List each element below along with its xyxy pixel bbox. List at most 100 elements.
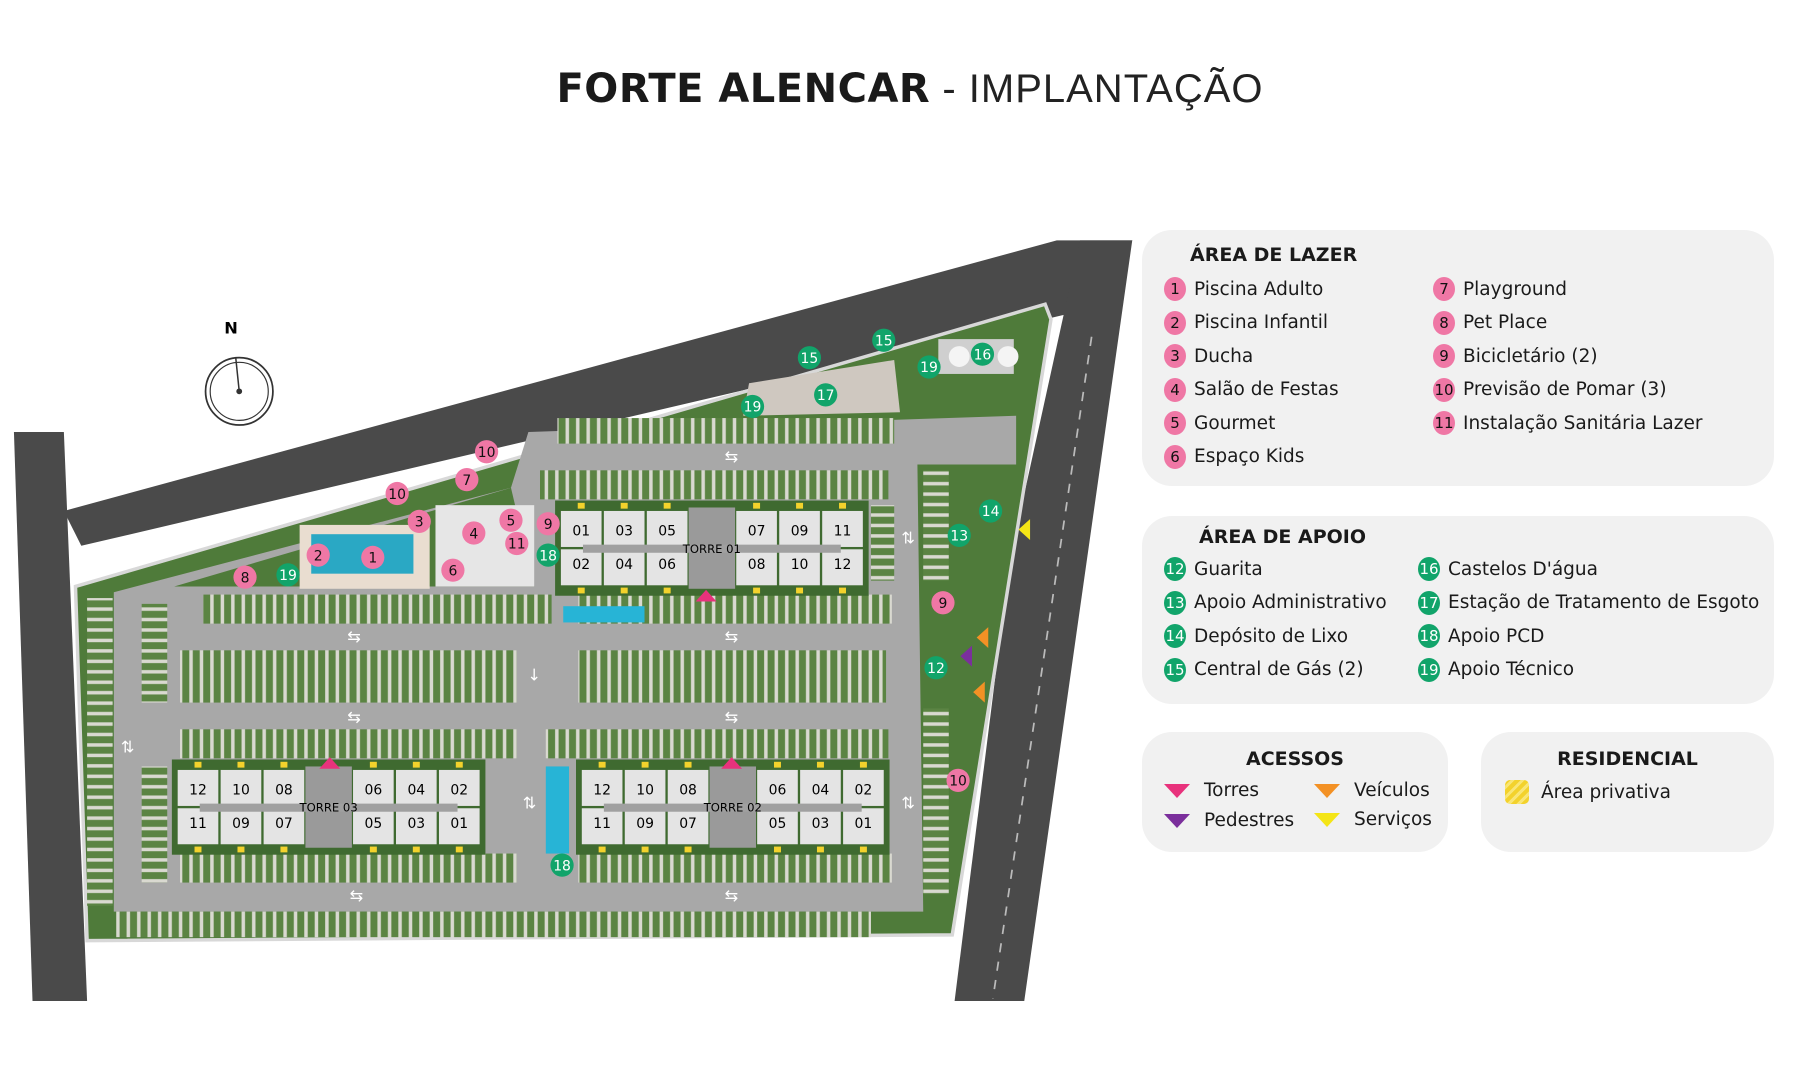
access-torres-icon [721, 757, 743, 769]
access-pedestres-icon [960, 645, 972, 667]
legend-item-label: Playground [1463, 278, 1568, 300]
unit-number: 07 [679, 816, 697, 832]
map-marker-19[interactable]: 19 [740, 394, 765, 419]
map-marker-15[interactable]: 15 [797, 346, 822, 370]
marker-number-icon: 3 [1164, 344, 1186, 368]
traffic-arrows: ⇆⇆⇆ ⇆⇆⇆⇆ ⇅⇅⇅↓⇅ [121, 447, 915, 905]
pcd-parking [545, 606, 645, 854]
map-marker-13[interactable]: 13 [947, 523, 971, 547]
marker-number: 10 [949, 774, 967, 790]
legend-item-label: Veículos [1354, 780, 1430, 801]
map-marker-17[interactable]: 17 [814, 383, 838, 407]
marker-number-icon: 16 [1418, 557, 1440, 581]
unit-number: 11 [189, 816, 207, 832]
map-marker-10[interactable]: 10 [474, 440, 499, 464]
map-marker-7[interactable]: 7 [455, 468, 479, 492]
map-marker-14[interactable]: 14 [978, 499, 1003, 523]
map-marker-2[interactable]: 2 [306, 543, 330, 567]
marker-number: 18 [553, 858, 571, 874]
marker-number-icon: 9 [1433, 344, 1455, 368]
svg-text:⇆: ⇆ [725, 707, 739, 726]
svg-text:↓: ↓ [527, 666, 541, 685]
marker-number-icon: 2 [1164, 310, 1186, 335]
map-marker-10[interactable]: 10 [946, 768, 970, 792]
svg-text:⇅: ⇅ [121, 738, 135, 757]
map-marker-4[interactable]: 4 [462, 521, 486, 545]
tower-label: TORRE 01 [682, 542, 741, 556]
map-marker-19[interactable]: 19 [276, 563, 300, 587]
map-marker-15[interactable]: 15 [872, 328, 896, 352]
map-marker-12[interactable]: 12 [924, 656, 948, 680]
map-marker-18[interactable]: 18 [550, 853, 574, 877]
map-marker-5[interactable]: 5 [499, 508, 523, 532]
legend-heading: ÁREA DE APOIO [1199, 526, 1367, 548]
title-project-name: FORTE ALENCAR [556, 66, 931, 112]
marker-number: 9 [939, 596, 948, 612]
marker-number: 8 [241, 570, 250, 586]
legend-item-label: Apoio Técnico [1448, 659, 1575, 680]
map-marker-18[interactable]: 18 [536, 543, 560, 567]
map-marker-16[interactable]: 16 [970, 342, 995, 366]
legend-item-area-privativa: Área privativa [1505, 780, 1671, 804]
marker-number-icon: 19 [1418, 657, 1440, 682]
map-marker-3[interactable]: 3 [407, 509, 431, 534]
unit-number: 06 [769, 782, 787, 798]
legend-item-label: Guarita [1194, 558, 1263, 580]
marker-number: 6 [448, 563, 457, 579]
map-marker-9[interactable]: 9 [931, 591, 955, 615]
legend-heading: ACESSOS [1246, 748, 1344, 770]
legend-item: 16 Castelos D'água [1418, 557, 1598, 581]
unit-number: 09 [636, 816, 654, 832]
compass-north-label: N [224, 318, 238, 337]
legend-item: 19 Apoio Técnico [1418, 657, 1575, 682]
svg-text:⇆: ⇆ [350, 886, 364, 905]
unit-number: 06 [364, 782, 382, 798]
unit-number: 02 [572, 557, 590, 573]
marker-number: 12 [927, 661, 945, 677]
unit-number: 02 [855, 782, 873, 798]
title-subtitle: - IMPLANTAÇÃO [930, 67, 1264, 111]
unit-number: 11 [834, 523, 852, 539]
legend-item-label: Apoio PCD [1448, 625, 1545, 647]
legend-item-label: Castelos D'água [1448, 558, 1598, 580]
marker-number: 14 [982, 504, 1000, 520]
access-veiculos-icon [973, 681, 985, 703]
legend-residencial: RESIDENCIAL Área privativa [1481, 732, 1774, 852]
legend-item-label: Instalação Sanitária Lazer [1463, 412, 1703, 434]
unit-number: 10 [791, 557, 809, 573]
unit-number: 12 [834, 557, 852, 573]
marker-number: 11 [508, 537, 526, 553]
map-marker-11[interactable]: 11 [505, 531, 529, 556]
surrounding-roads [13, 240, 1133, 1002]
marker-number-icon: 1 [1164, 277, 1186, 301]
svg-text:⇅: ⇅ [901, 528, 915, 547]
marker-number: 3 [415, 515, 424, 531]
map-marker-1[interactable]: 1 [361, 545, 385, 570]
map-marker-9[interactable]: 9 [536, 512, 560, 536]
legend-item-label: Torres [1204, 780, 1259, 801]
compass-needle-icon [234, 357, 240, 392]
access-veiculos-icon [976, 627, 989, 648]
unit-number: 04 [812, 782, 830, 798]
map-marker-6[interactable]: 6 [441, 558, 465, 582]
legend-item: Serviços [1314, 809, 1432, 830]
map-marker-19[interactable]: 19 [917, 355, 941, 379]
marker-number: 17 [817, 388, 835, 404]
unit-number: 07 [275, 816, 293, 832]
map-marker-10[interactable]: 10 [385, 481, 409, 506]
map-marker-8[interactable]: 8 [233, 565, 257, 589]
unit-number: 05 [658, 523, 676, 539]
